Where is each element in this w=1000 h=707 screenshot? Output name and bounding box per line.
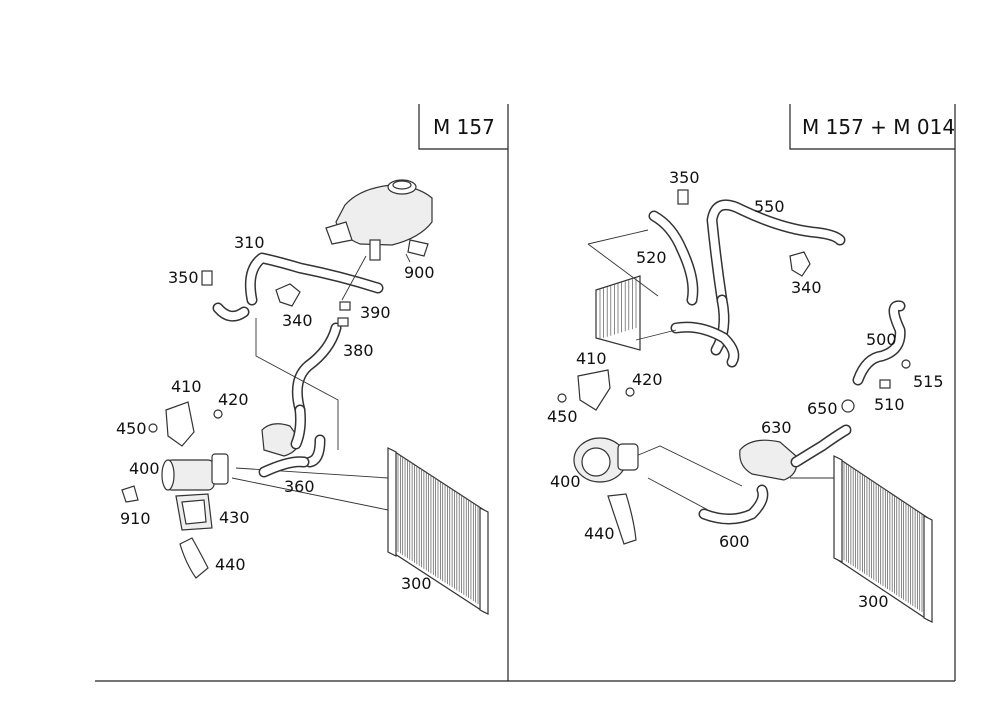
callout-550: 550 (754, 197, 785, 216)
hose-600 (698, 484, 769, 525)
heat-exchanger-fins (599, 278, 637, 339)
callout-340: 340 (282, 311, 313, 330)
callout-420: 420 (218, 390, 249, 409)
bracket-410-right (557, 369, 635, 411)
diagram-frame (95, 104, 956, 682)
radiator-fins-left (397, 454, 479, 604)
callout-300-right: 300 (858, 592, 889, 611)
callout-510: 510 (874, 395, 905, 414)
callout-410: 410 (171, 377, 202, 396)
callout-520: 520 (636, 248, 667, 267)
panel-title-right: M 157 + M 014 (802, 115, 955, 139)
expansion-tank (325, 179, 433, 263)
hose-380 (291, 322, 342, 416)
callout-340-right: 340 (791, 278, 822, 297)
bracket-350 (201, 270, 213, 286)
callout-515: 515 (913, 372, 944, 391)
title-box-left: M 157 (418, 104, 508, 150)
callout-380: 380 (343, 341, 374, 360)
clamp-440 (179, 537, 209, 579)
callout-410-right: 410 (576, 349, 607, 368)
callout-350: 350 (168, 268, 199, 287)
left-panel: 310 350 340 390 380 900 410 420 450 400 … (116, 179, 489, 615)
callout-400-right: 400 (550, 472, 581, 491)
radiator-left (387, 447, 489, 615)
callout-430: 430 (219, 508, 250, 527)
hose-550 (706, 199, 846, 356)
bracket-340 (275, 283, 301, 307)
pump-400 (161, 453, 229, 491)
callout-420-right: 420 (632, 370, 663, 389)
callout-400: 400 (129, 459, 160, 478)
callout-900: 900 (404, 263, 435, 282)
cover-430 (175, 493, 213, 531)
radiator-right (833, 455, 933, 623)
callout-650: 650 (807, 399, 838, 418)
callout-500: 500 (866, 330, 897, 349)
clamp-390 (337, 301, 351, 327)
bracket-410 (148, 401, 223, 447)
title-box-right: M 157 + M 014 (789, 104, 955, 150)
hose-520 (648, 210, 740, 368)
callout-600: 600 (719, 532, 750, 551)
callout-630: 630 (761, 418, 792, 437)
bracket-340-right (789, 251, 811, 277)
thermostat-360 (258, 404, 326, 478)
callout-310: 310 (234, 233, 265, 252)
callout-450-right: 450 (547, 407, 578, 426)
cap-910 (121, 485, 139, 503)
callout-440: 440 (215, 555, 246, 574)
callout-350-right: 350 (669, 168, 700, 187)
radiator-fins-right (843, 462, 923, 612)
callout-910: 910 (120, 509, 151, 528)
callout-360: 360 (284, 477, 315, 496)
callout-300: 300 (401, 574, 432, 593)
bracket-350-right (677, 189, 689, 205)
panel-title-left: M 157 (433, 115, 495, 139)
pump-400-right (573, 437, 639, 483)
heat-exchanger (595, 275, 641, 351)
callout-390: 390 (360, 303, 391, 322)
right-panel: 350 550 520 340 410 420 450 500 515 510 … (547, 168, 944, 623)
hose-310 (212, 252, 384, 322)
callout-450: 450 (116, 419, 147, 438)
thermostat-630 (739, 399, 855, 481)
pipe-500 (852, 300, 911, 389)
clamp-440-right (607, 493, 637, 545)
callout-440-right: 440 (584, 524, 615, 543)
